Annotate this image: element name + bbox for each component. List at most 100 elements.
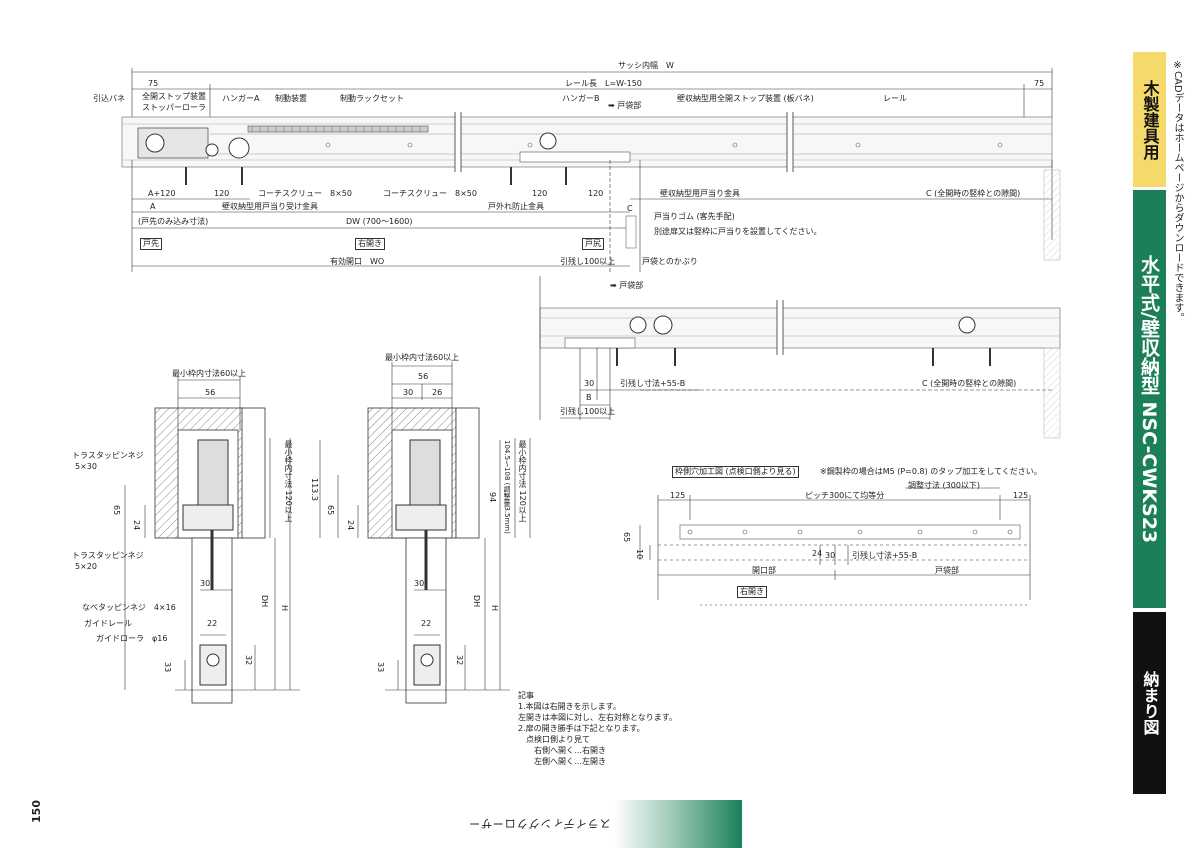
label-door-stop-rubber: 戸当りゴム (客先手配)	[654, 212, 735, 221]
right-d24: 24	[346, 520, 355, 531]
door-tip-dim: (戸先のみ込み寸法)	[138, 217, 209, 226]
label-wall-receiver: 壁収納型用戸当り受け金具	[222, 202, 318, 211]
hole-pitch: ピッチ300にて均等分	[805, 491, 885, 500]
right-d30: 30	[403, 388, 414, 397]
label-anti-dislodge: 戸外れ防止金具	[488, 202, 544, 211]
second-b: B	[586, 393, 592, 402]
right-d30b: 30	[414, 579, 425, 588]
hole-adjust-dim: 調整寸法 (300以下)	[908, 481, 981, 490]
arrow-right-icon: ➡	[608, 101, 615, 110]
a-plus-120-dim: A+120	[148, 189, 176, 198]
label-wall-stopper-fitting: 壁収納型用戸当り金具	[660, 189, 740, 198]
hole-d24: 24	[812, 549, 823, 558]
tag-door-tip: 戸先	[140, 238, 162, 250]
tab-section: 納まり図	[1133, 612, 1166, 794]
label-brake-rack: 制動ラックセット	[340, 94, 404, 103]
notes-line: 左側へ開く…左開き	[518, 757, 606, 766]
hole-pull-dim: 引残し寸法+55-B	[852, 551, 918, 560]
second-pull-dim: 引残し寸法+55-B	[620, 379, 686, 388]
left-truss-screw-2: トラスタッピンネジ	[72, 551, 144, 560]
right-min-frame: 最小枠内寸法60以上	[385, 353, 460, 362]
label-wall-stop: 壁収納型用全開ストップ装置 (板バネ)	[677, 94, 814, 103]
notes-line: 2.扉の開き勝手は下記となります。	[518, 724, 645, 733]
right-d32: 32	[455, 655, 464, 666]
label-hanger-a: ハンガーA	[222, 94, 260, 103]
left-d32: 32	[244, 655, 253, 666]
right-min-frame-120: 最小枠内寸法 120以上	[518, 440, 527, 522]
left-h: H	[280, 605, 289, 612]
notes-line: 左開きは本図に対し、左右対称となります。	[518, 713, 677, 722]
rail-length-dim: レール長 L=W-150	[565, 79, 642, 88]
right-d113: 113.3	[310, 478, 319, 501]
left-75-dim: 75	[148, 79, 159, 88]
second-pocket-text: 戸袋部	[619, 281, 644, 290]
left-pan-screw: なべタッピンネジ 4×16	[82, 603, 176, 612]
left-truss-1-size: 5×30	[75, 462, 97, 471]
right-d56: 56	[418, 372, 429, 381]
tag-door-end: 戸尻	[582, 238, 604, 250]
label-brake-device: 制動装置	[275, 94, 307, 103]
pocket-overlap-dim: 戸袋とのかぶり	[642, 257, 698, 266]
dim-120-b: 120	[532, 189, 548, 198]
series-name: スライディングクローザー	[468, 817, 611, 830]
label-full-open-stop: 全開ストップ装置	[142, 92, 206, 101]
pull-margin-dim: 引残し100以上	[560, 257, 616, 266]
label-pull-spring: 引込バネ	[93, 94, 125, 103]
wo-dim: 有効開口 WO	[330, 257, 385, 266]
right-75-dim: 75	[1034, 79, 1045, 88]
tab-model: 水平式/壁収納型 NSC-CWKS23	[1133, 190, 1166, 608]
right-dh: DH	[472, 595, 481, 608]
left-guide-rail: ガイドレール	[84, 619, 132, 628]
label-hanger-b: ハンガーB	[562, 94, 600, 103]
hole-d125a: 125	[670, 491, 686, 500]
c-dim: C	[627, 204, 633, 213]
left-d56: 56	[205, 388, 216, 397]
left-d24: 24	[132, 520, 141, 531]
label-stopper-roller: ストッパーローラ	[142, 103, 206, 112]
left-d30: 30	[200, 579, 211, 588]
hole-right-open-tag: 右開き	[737, 586, 767, 598]
page-number: 150	[30, 800, 43, 823]
hole-steel-note: ※鋼製枠の場合はM5 (P=0.8) のタップ加工をしてください。	[820, 467, 1042, 476]
left-dh: DH	[260, 595, 269, 608]
left-d65: 65	[112, 505, 121, 516]
tag-right-open: 右開き	[355, 238, 385, 250]
right-d26: 26	[432, 388, 443, 397]
notes-line: 右側へ開く…右開き	[518, 746, 606, 755]
right-d22: 22	[421, 619, 432, 628]
dw-dim: DW (700〜1600)	[346, 217, 413, 226]
left-min-frame-120: 最小枠内寸法 120以上	[284, 440, 293, 522]
cad-download-note: ※CADデータはホームページからダウンロードできます。	[1172, 60, 1183, 323]
c-gap-dim: C (全開時の竪枠との隙間)	[926, 189, 1021, 198]
right-d33: 33	[376, 662, 385, 673]
left-d33: 33	[163, 662, 172, 673]
right-d65: 65	[326, 505, 335, 516]
left-truss-screw-1: トラスタッピンネジ	[72, 451, 144, 460]
hole-d65: 65	[622, 532, 631, 543]
label-coach-screw-1: コーチスクリュー 8×50	[258, 189, 352, 198]
right-h: H	[490, 605, 499, 612]
notes-line: 点検口側より見て	[518, 735, 590, 744]
hole-d125b: 125	[1013, 491, 1029, 500]
tab-category: 木製建具用	[1133, 52, 1166, 187]
hole-d30: 30	[825, 551, 836, 560]
label-separate-note: 別途扉又は竪枠に戸当りを設置してください。	[654, 227, 822, 236]
notes-line: 記事	[518, 691, 534, 700]
dim-120-a: 120	[214, 189, 230, 198]
pocket-side-text: 戸袋部	[617, 101, 642, 110]
left-d22: 22	[207, 619, 218, 628]
right-d94: 94	[488, 492, 497, 503]
dim-120-c: 120	[588, 189, 604, 198]
a-dim: A	[150, 202, 156, 211]
hole-pocket: 戸袋部	[935, 566, 959, 575]
second-pocket-side: ➡ 戸袋部	[610, 282, 643, 290]
left-min-frame: 最小枠内寸法60以上	[172, 369, 247, 378]
left-guide-roller: ガイドローラ φ16	[96, 634, 168, 643]
sash-width-dim: サッシ内幅 W	[618, 61, 674, 70]
label-coach-screw-2: コーチスクリュー 8×50	[383, 189, 477, 198]
notes-line: 1.本図は右開きを示します。	[518, 702, 621, 711]
hole-d10: 10	[635, 549, 644, 560]
label-pocket-side: ➡ 戸袋部	[608, 102, 641, 110]
left-truss-2-size: 5×20	[75, 562, 97, 571]
